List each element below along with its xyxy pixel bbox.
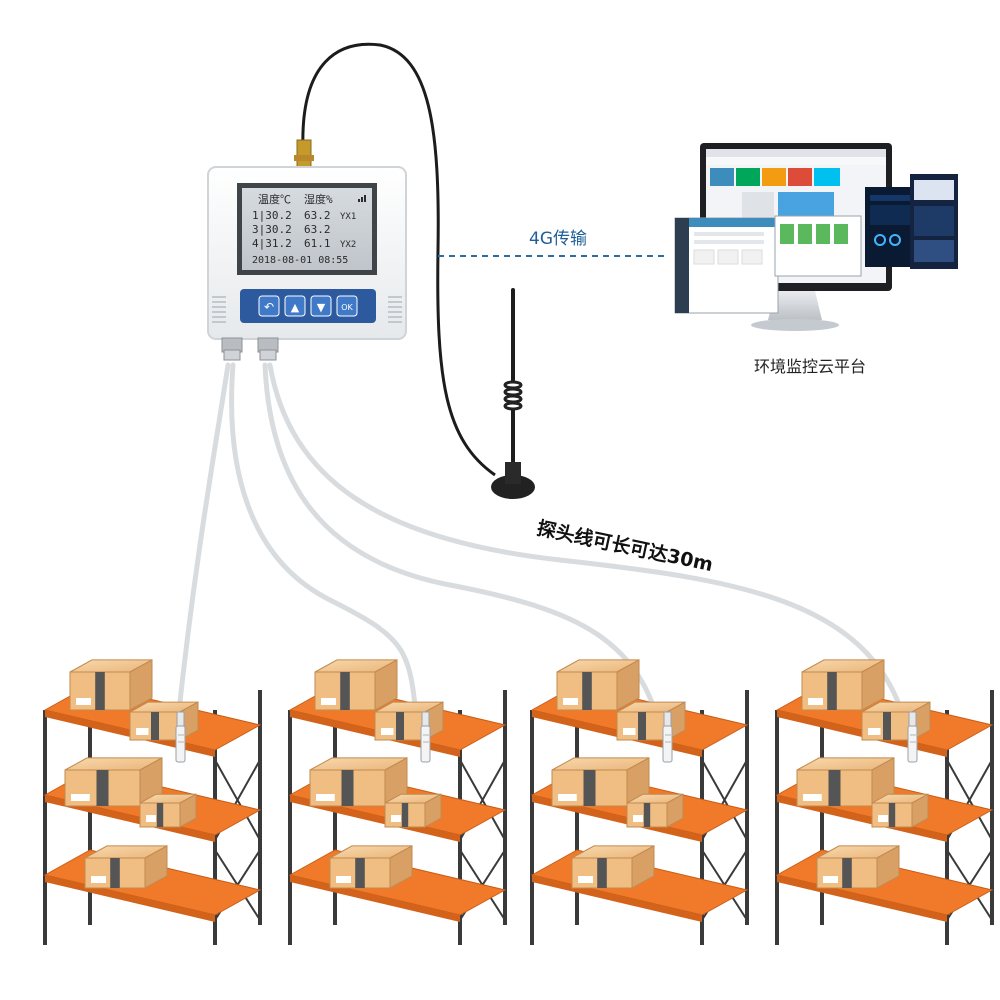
lcd-row-2-left: 3|30.2	[252, 223, 292, 236]
whip-antenna	[491, 288, 535, 499]
temperature-probe-1	[175, 711, 186, 763]
cable-gland-right	[257, 337, 279, 361]
data-logger-device: 温度℃ 湿度% 1|30.2 63.2 YX1 3|30.2 63.2 4|31…	[207, 139, 407, 361]
probe-cable-2	[229, 362, 421, 738]
probe-cable-4	[267, 362, 911, 738]
platform-label: 环境监控云平台	[754, 357, 866, 376]
lcd-row-1-left: 1|30.2	[252, 209, 292, 222]
antenna-magnetic-base	[491, 475, 535, 499]
lcd-row-1-right: 63.2	[304, 209, 331, 222]
dashboard-window-left	[674, 217, 779, 314]
dashboard-window-dark	[865, 187, 915, 267]
shelf-unit-4	[775, 659, 994, 945]
device-button-up[interactable]: ▲	[284, 295, 306, 317]
lcd-header-hum: 湿度%	[304, 192, 333, 206]
probe-cables	[175, 362, 911, 738]
device-button-back[interactable]: ↶	[258, 295, 280, 317]
device-button-down-label: ▼	[317, 301, 326, 314]
4g-link-label: 4G传输	[529, 229, 587, 249]
device-button-down[interactable]: ▼	[310, 295, 332, 317]
lcd-header-temp: 温度℃	[258, 192, 291, 206]
device-button-back-label: ↶	[264, 300, 274, 314]
shelf-unit-3	[530, 659, 749, 945]
monitoring-platform-screens	[674, 143, 958, 331]
signal-icon	[358, 195, 366, 202]
device-button-ok-label: OK	[341, 303, 353, 312]
monitor-stand	[768, 291, 822, 320]
lcd-row-3-tag: YX2	[340, 240, 356, 250]
dashboard-window-right	[910, 174, 958, 269]
dashboard-window-middle	[774, 215, 862, 277]
lcd-row-3-left: 4|31.2	[252, 237, 292, 250]
probe-cable-1	[175, 362, 231, 723]
shelf-unit-1	[43, 659, 262, 945]
temperature-probe-3	[662, 711, 673, 763]
cable-gland-left	[221, 337, 243, 361]
lcd-row-2-right: 63.2	[304, 223, 331, 236]
lcd-row-1-tag: YX1	[340, 212, 356, 222]
lcd-row-3-right: 61.1	[304, 237, 331, 250]
device-vents-left	[212, 296, 226, 323]
temperature-probe-4	[907, 711, 918, 763]
temperature-probe-2	[420, 711, 431, 763]
device-vents-right	[388, 296, 402, 323]
antenna-cable	[301, 42, 496, 477]
device-button-up-label: ▲	[291, 301, 300, 314]
lcd-datetime: 2018-08-01 08:55	[252, 255, 348, 266]
device-button-ok[interactable]: OK	[336, 295, 358, 317]
lcd-screen	[242, 188, 372, 270]
shelf-unit-2	[288, 659, 507, 945]
